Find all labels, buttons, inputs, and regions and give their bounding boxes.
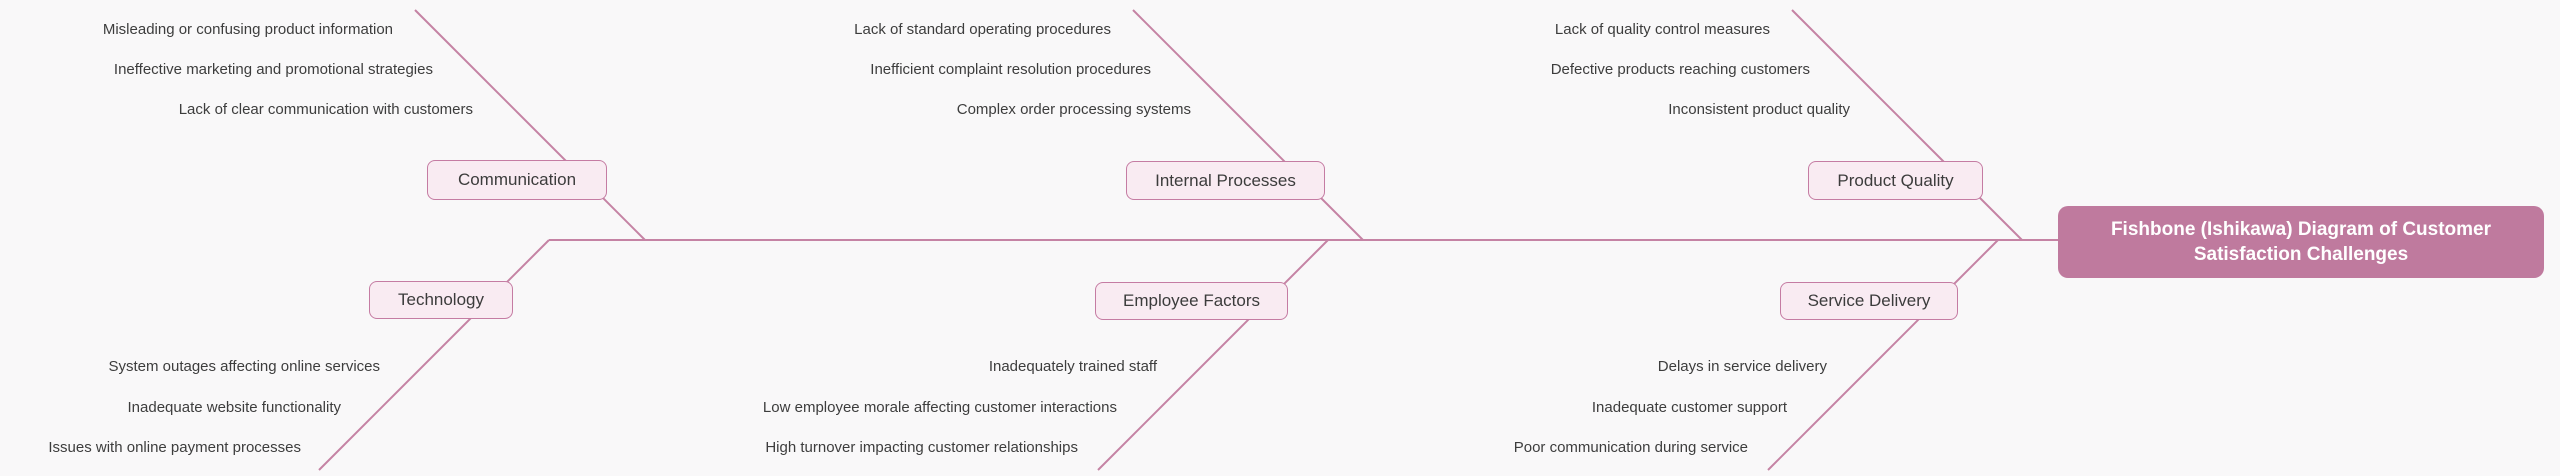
category-label: Service Delivery [1807, 291, 1931, 310]
cause-label: High turnover impacting customer relatio… [765, 439, 1078, 456]
category-box-employee-factors: Employee Factors [1095, 282, 1288, 320]
cause-label: Inadequate website functionality [127, 399, 341, 416]
bone-service-delivery [1767, 239, 1999, 471]
cause-label: Delays in service delivery [1657, 358, 1827, 375]
bone-communication [414, 9, 646, 241]
category-label: Internal Processes [1155, 170, 1296, 190]
category-box-product-quality: Product Quality [1808, 161, 1983, 200]
cause-label: Lack of clear communication with custome… [178, 101, 473, 118]
cause-label: Issues with online payment processes [48, 439, 301, 456]
category-box-technology: Technology [369, 281, 513, 319]
category-label: Product Quality [1837, 170, 1954, 190]
problem-statement-box: Fishbone (Ishikawa) Diagram of Customer … [2058, 206, 2544, 278]
category-box-communication: Communication [427, 160, 607, 200]
cause-label: Inconsistent product quality [1668, 101, 1850, 118]
bone-employee-factors [1097, 239, 1329, 471]
category-label: Communication [457, 170, 577, 189]
category-box-internal-processes: Internal Processes [1126, 161, 1325, 200]
cause-label: Inadequately trained staff [988, 358, 1157, 375]
category-label: Technology [397, 290, 484, 309]
cause-label: System outages affecting online services [108, 358, 380, 375]
problem-statement-line2: Satisfaction Challenges [2193, 244, 2409, 265]
cause-label: Lack of standard operating procedures [854, 21, 1111, 38]
cause-label: Complex order processing systems [956, 101, 1191, 118]
problem-statement-line1: Fishbone (Ishikawa) Diagram of Customer [2110, 219, 2492, 240]
bone-internal-processes [1132, 9, 1364, 241]
bone-product-quality [1791, 9, 2023, 241]
cause-label: Inefficient complaint resolution procedu… [870, 61, 1151, 78]
cause-label: Defective products reaching customers [1550, 61, 1810, 78]
cause-label: Ineffective marketing and promotional st… [113, 61, 433, 78]
category-label: Employee Factors [1123, 291, 1260, 310]
cause-label: Lack of quality control measures [1554, 21, 1770, 38]
category-box-service-delivery: Service Delivery [1780, 282, 1958, 320]
cause-label: Inadequate customer support [1591, 399, 1787, 416]
cause-label: Misleading or confusing product informat… [102, 21, 393, 38]
cause-label: Poor communication during service [1513, 439, 1748, 456]
bone-technology [318, 239, 550, 471]
cause-label: Low employee morale affecting customer i… [762, 399, 1117, 416]
